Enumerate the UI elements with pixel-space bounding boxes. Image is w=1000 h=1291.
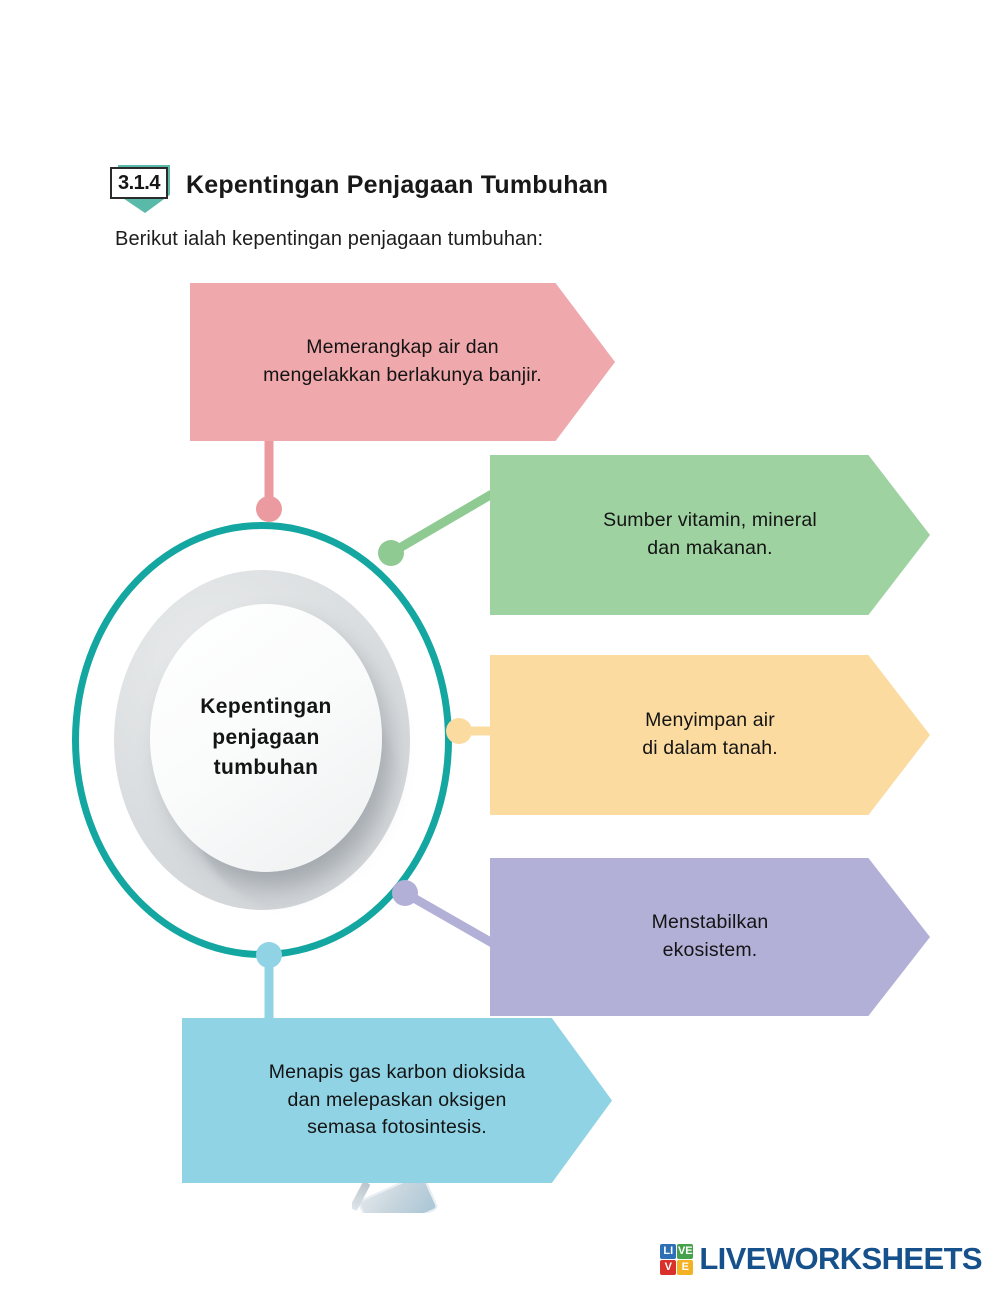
- center-hub: Kepentingan penjagaan tumbuhan: [72, 522, 452, 958]
- callout-pink[interactable]: Memerangkap air dan mengelakkan berlakun…: [190, 283, 615, 441]
- connector-dot-green: [378, 540, 404, 566]
- page-title: Kepentingan Penjagaan Tumbuhan: [186, 170, 609, 199]
- callout-blue-text: Menapis gas karbon dioksida dan melepask…: [268, 1060, 526, 1139]
- callout-purple-text: Menstabilkan ekosistem.: [651, 911, 769, 961]
- callout-yellow[interactable]: Menyimpan air di dalam tanah.: [490, 655, 930, 815]
- callout-green[interactable]: Sumber vitamin, mineral dan makanan.: [490, 455, 930, 615]
- connector-line-purple: [402, 889, 497, 948]
- callout-yellow-text: Menyimpan air di dalam tanah.: [642, 709, 778, 759]
- callout-pink-text: Memerangkap air dan mengelakkan berlakun…: [263, 336, 542, 386]
- liveworksheets-logo[interactable]: LI VE V E LIVEWORKSHEETS: [660, 1241, 983, 1277]
- tablet-illustration: [352, 1183, 462, 1213]
- logo-cell-ve: VE: [677, 1243, 694, 1259]
- logo-cell-v: V: [660, 1259, 677, 1275]
- logo-cell-li: LI: [660, 1243, 677, 1259]
- callout-green-text: Sumber vitamin, mineral dan makanan.: [603, 509, 817, 559]
- connector-dot-blue: [256, 942, 282, 968]
- tablet-icon: [356, 1183, 440, 1213]
- section-number-badge: 3.1.4: [110, 163, 172, 213]
- connector-dot-pink: [256, 496, 282, 522]
- intro-text: Berikut ialah kepentingan penjagaan tumb…: [115, 228, 544, 250]
- callout-purple[interactable]: Menstabilkan ekosistem.: [490, 858, 930, 1016]
- connector-line-green: [388, 490, 495, 557]
- logo-cell-e: E: [677, 1259, 694, 1275]
- section-header: 3.1.4 Kepentingan Penjagaan Tumbuhan: [110, 163, 609, 213]
- liveworksheets-mark-icon: LI VE V E: [660, 1243, 694, 1275]
- connector-dot-yellow: [446, 718, 472, 744]
- connector-dot-purple: [392, 880, 418, 906]
- liveworksheets-wordmark: LIVEWORKSHEETS: [699, 1241, 982, 1276]
- section-number: 3.1.4: [110, 167, 168, 199]
- callout-blue[interactable]: Menapis gas karbon dioksida dan melepask…: [182, 1018, 612, 1183]
